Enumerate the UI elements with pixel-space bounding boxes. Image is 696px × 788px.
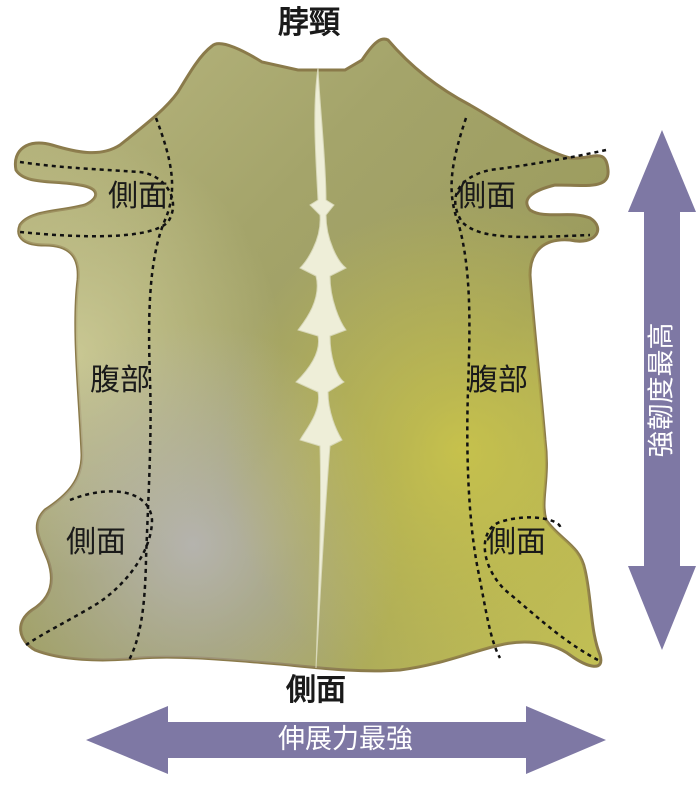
vertical-arrow-label: 強韌度最高: [649, 323, 676, 458]
label-neck: 脖頸: [278, 8, 340, 39]
label-belly-right: 腹部: [468, 366, 528, 396]
label-side-upper-left: 側面: [108, 182, 168, 212]
label-side-upper-right: 側面: [456, 182, 516, 212]
label-tail-side: 側面: [286, 676, 346, 706]
horizontal-arrow-label: 伸展力最強: [278, 726, 413, 753]
label-side-lower-right: 側面: [486, 528, 546, 558]
label-belly-left: 腹部: [90, 366, 150, 396]
label-side-lower-left: 側面: [66, 528, 126, 558]
